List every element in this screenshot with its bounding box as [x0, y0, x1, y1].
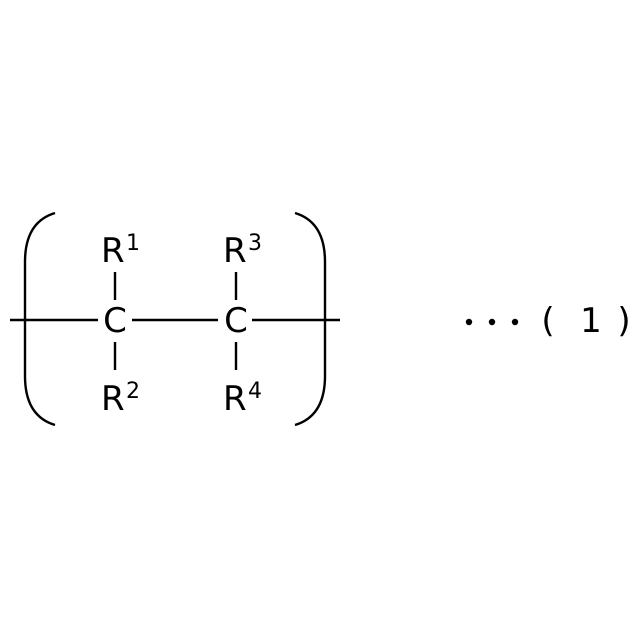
ellipsis-dot [512, 319, 518, 325]
substituent-r2-symbol: R [101, 379, 125, 419]
carbon-atom-left: C [103, 301, 127, 341]
substituent-r3-symbol: R [223, 231, 247, 271]
equation-number-open-paren: ( [541, 301, 554, 341]
substituent-r3-index: 3 [248, 231, 262, 256]
substituent-r2-index: 2 [126, 379, 140, 404]
carbon-atom-right: C [224, 301, 248, 341]
equation-number-close-paren: ) [617, 301, 630, 341]
ellipsis-dot [489, 319, 495, 325]
substituent-r1-symbol: R [101, 231, 125, 271]
ellipsis-dot [466, 319, 472, 325]
substituent-r1-index: 1 [126, 231, 140, 256]
substituent-r4-symbol: R [223, 379, 247, 419]
ellipsis-dots [466, 319, 518, 325]
substituent-r4-index: 4 [248, 379, 262, 404]
equation-number: 1 [580, 301, 602, 341]
